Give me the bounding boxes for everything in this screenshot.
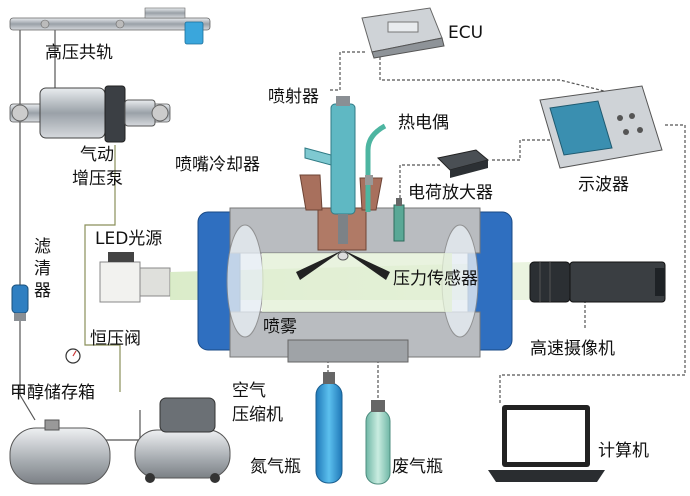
label-oscilloscope: 示波器	[578, 176, 629, 196]
methanol-tank-shape	[10, 420, 110, 484]
label-injector: 喷射器	[268, 88, 319, 108]
label-compressor-line2: 压缩机	[232, 406, 283, 426]
label-filter-3: 器	[34, 282, 51, 302]
label-exhaust: 废气瓶	[392, 458, 443, 478]
label-rail: 高压共轨	[45, 44, 113, 64]
tank-to-compressor	[105, 410, 140, 440]
label-filter-2: 清	[34, 260, 51, 280]
ecu-shape	[362, 8, 444, 58]
ecu-dash-1	[330, 52, 365, 90]
label-compressor-line1: 空气	[232, 382, 266, 402]
pump-shape	[10, 86, 170, 142]
label-filter-1: 滤	[34, 238, 51, 258]
compressor-shape	[135, 398, 230, 483]
label-pump-line2: 增压泵	[72, 170, 123, 190]
filter-shape	[12, 285, 28, 321]
rail-shape	[10, 8, 210, 44]
label-computer: 计算机	[598, 442, 649, 462]
oscilloscope-shape	[540, 86, 662, 168]
label-ecu: ECU	[448, 24, 483, 44]
label-camera: 高速摄像机	[530, 340, 615, 360]
exhaust-cylinder-shape	[366, 400, 390, 484]
label-pump-line1: 气动	[80, 146, 114, 166]
label-pressure-sensor: 压力传感器	[393, 270, 478, 290]
label-valve: 恒压阀	[90, 330, 141, 350]
charge-amp-shape	[438, 150, 488, 178]
pressure-sensor-shape	[394, 198, 404, 241]
label-nitrogen: 氮气瓶	[250, 458, 301, 478]
label-tank: 甲醇储存箱	[10, 384, 95, 404]
label-spray: 喷雾	[263, 318, 297, 338]
valve-shape	[66, 349, 80, 363]
label-charge-amp: 电荷放大器	[408, 184, 493, 204]
label-led: LED光源	[95, 230, 162, 250]
led-shape	[100, 252, 170, 302]
fuel-line-left	[20, 30, 35, 420]
camera-shape	[530, 262, 665, 302]
label-thermocouple: 热电偶	[398, 114, 449, 134]
nitrogen-cylinder-shape	[316, 372, 342, 483]
label-cooler: 喷嘴冷却器	[175, 156, 260, 176]
computer-shape	[488, 405, 605, 482]
